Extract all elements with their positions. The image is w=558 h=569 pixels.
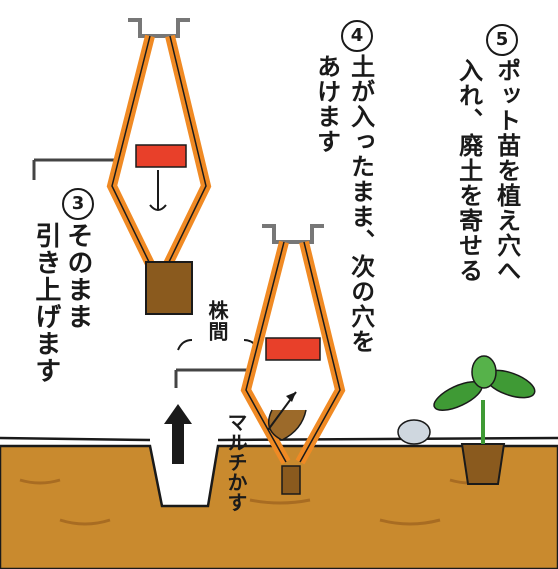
step3-line1: そのまま bbox=[62, 222, 93, 330]
step5-line2: 入れ、廃土を寄せる bbox=[454, 58, 483, 283]
soil-ground bbox=[0, 436, 558, 569]
step4-line1: 土が入ったまま、次の穴を bbox=[346, 54, 375, 354]
step5-line1: ポット苗を植え穴へ bbox=[492, 58, 521, 283]
spacing-ruler-bottom bbox=[174, 368, 254, 388]
step4-line2: あけます bbox=[312, 54, 341, 154]
spacing-ruler-top bbox=[32, 158, 118, 180]
transplanter-tool-icon bbox=[106, 18, 212, 315]
transplanter-tool-icon bbox=[240, 224, 346, 495]
step5-number: 5 bbox=[486, 24, 518, 56]
seedling-pot-icon bbox=[397, 355, 536, 485]
spacing-label: 株間 bbox=[205, 300, 229, 342]
step4-number: 4 bbox=[341, 20, 373, 52]
step3-line2: 引き上げます bbox=[30, 222, 61, 384]
up-arrow-icon bbox=[164, 404, 192, 464]
mulch-label: マルチかす bbox=[224, 412, 248, 512]
step3-number: 3 bbox=[62, 188, 94, 220]
